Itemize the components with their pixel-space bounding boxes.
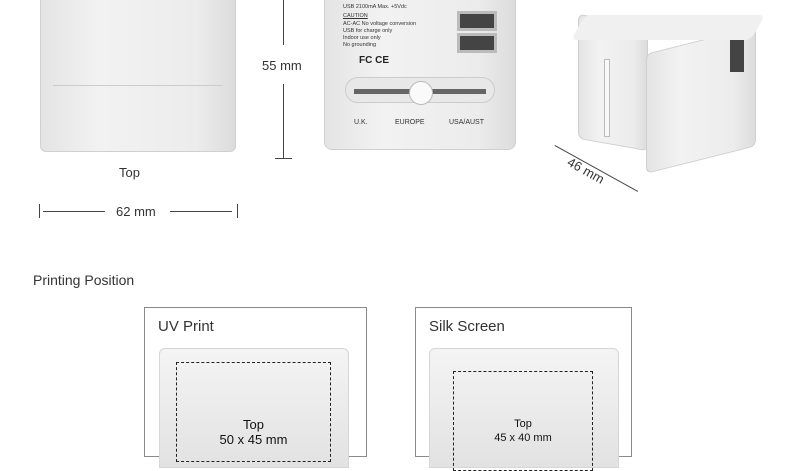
caution-title: CAUTION [343,13,368,19]
print-area-label: Top [243,417,264,432]
height-dimension: 55 mm [262,58,302,73]
adapter-top-view [40,0,236,152]
print-area: Top 45 x 40 mm [453,371,593,471]
dim-tick-left [39,204,40,218]
uv-print-panel: UV Print Top 50 x 45 mm [144,307,367,468]
print-area: Top 50 x 45 mm [176,362,331,462]
height-dim-tick [275,158,292,159]
usb-port-1 [457,11,497,31]
plug-slider-knob[interactable] [409,81,433,105]
slider-label-uk: U.K. [354,119,368,126]
slider-label-europe: EUROPE [395,119,425,126]
height-dim-line-bottom [283,84,284,158]
dim-tick-right [237,204,238,218]
caution-line: AC-AC No voltage conversion [343,21,417,27]
uv-print-title: UV Print [158,318,214,335]
dim-line-right [170,211,232,212]
print-area-size: 50 x 45 mm [219,432,288,447]
usb-port-2 [457,33,497,53]
dim-line-left [43,211,105,212]
caution-line: No grounding [343,42,377,48]
caution-line: Indoor use only [343,35,381,41]
certification-marks: FC CE [359,55,389,66]
adapter-iso-view [570,13,766,174]
printing-position-title: Printing Position [33,272,135,288]
spec-line: USB 2100mA Max. +5Vdc [343,4,407,10]
height-dim-line-top [283,0,284,45]
caution-line: USB for charge only [343,28,393,34]
slider-label-usa-aust: USA/AUST [449,119,485,126]
silk-screen-panel: Silk Screen Top 45 x 40 mm [415,307,632,471]
divider-line [53,85,223,86]
print-area-label: Top [514,418,532,430]
silk-screen-title: Silk Screen [429,318,505,335]
top-view-label: Top [119,165,140,180]
adapter-front-view: USB 2100mA Max. +5Vdc CAUTION AC-AC No v… [324,0,516,150]
width-dimension: 62 mm [116,204,156,219]
print-area-size: 45 x 40 mm [494,432,552,444]
